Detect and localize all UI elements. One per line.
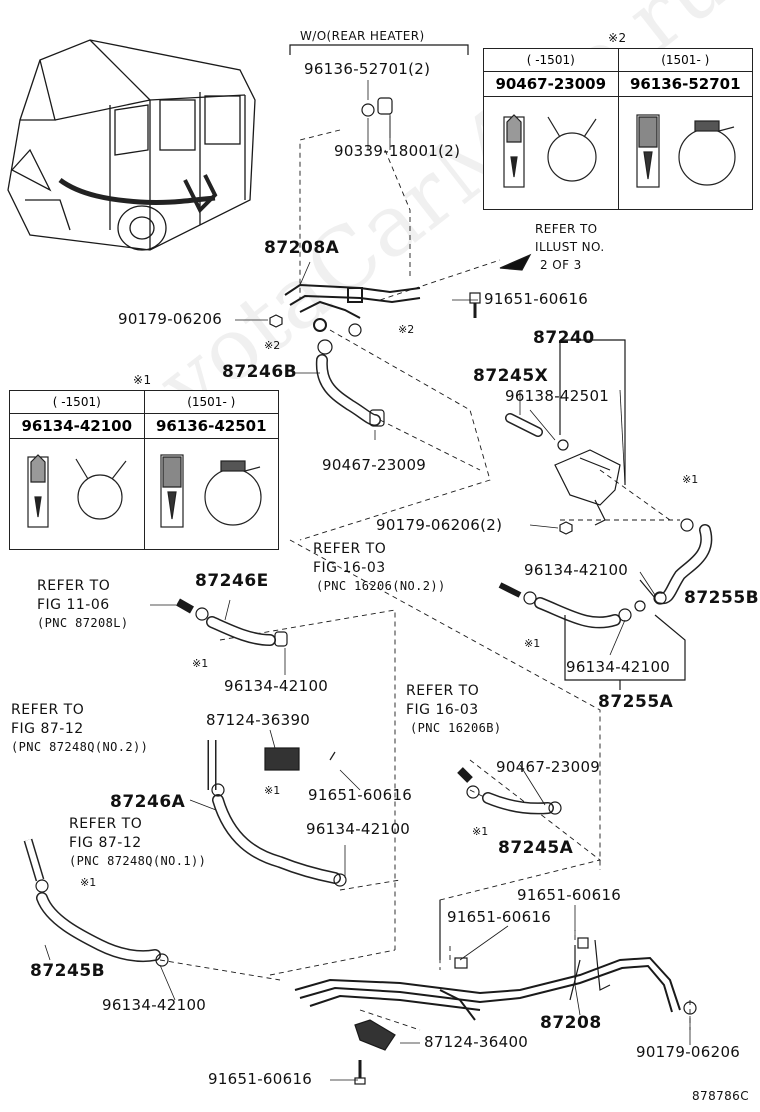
legend-1-range-1: ( -1501): [52, 395, 101, 409]
pipe-87208: [294, 956, 681, 1021]
refer-fig16-03-b-line3[interactable]: (PNC 16206B): [410, 721, 502, 735]
mark-2-a: ※2: [398, 323, 415, 336]
refer-fig87-12-a-line1[interactable]: REFER TO: [11, 702, 85, 718]
refer-illust-line3[interactable]: 2 OF 3: [540, 258, 582, 272]
clamp-96136-52701: [361, 97, 393, 117]
part-96138-42501[interactable]: 96138-42501: [505, 387, 610, 405]
part-87255B[interactable]: 87255B: [684, 588, 760, 608]
part-90467-23009-a[interactable]: 90467-23009: [322, 456, 427, 474]
part-87124-36390[interactable]: 87124-36390: [206, 711, 311, 729]
part-91651-60616-d[interactable]: 91651-60616: [447, 908, 552, 926]
refer-fig87-12-b-line2[interactable]: FIG 87-12: [69, 835, 142, 851]
refer-fig87-12-a-line2[interactable]: FIG 87-12: [11, 721, 84, 737]
refer-fig16-03-b-line1[interactable]: REFER TO: [406, 683, 480, 699]
part-90467-23009-b[interactable]: 90467-23009: [496, 758, 601, 776]
part-96134-42100-a[interactable]: 96134-42100: [524, 561, 629, 579]
mark-1-c: ※1: [192, 657, 209, 670]
refer-illust-line2[interactable]: ILLUST NO.: [535, 240, 605, 254]
legend-2-band-cell: [617, 97, 753, 209]
part-96134-42100-b[interactable]: 96134-42100: [224, 677, 329, 695]
part-87246E[interactable]: 87246E: [195, 571, 269, 591]
refer-fig16-03-a-line3[interactable]: (PNC 16206(NO.2)): [316, 579, 446, 593]
refer-fig16-03-a-line2[interactable]: FIG 16-03: [313, 560, 386, 576]
part-90179-06206-a[interactable]: 90179-06206: [118, 310, 223, 328]
legend-mark-1: ( -1501) (1501- ) 96134-42100 96136-42501: [9, 390, 279, 550]
part-96136-52701-2[interactable]: 96136-52701(2): [304, 60, 431, 78]
refer-fig87-12-b-line1[interactable]: REFER TO: [69, 816, 143, 832]
refer-fig11-06-line3[interactable]: (PNC 87208L): [37, 616, 129, 630]
legend-2-pn-2: 96136-52701: [617, 72, 753, 96]
legend-1-range-2: (1501- ): [143, 391, 279, 413]
diagram-id: 878786C: [692, 1089, 749, 1103]
mark-2-b: ※2: [264, 339, 281, 352]
legend-1-band-cell: [143, 439, 279, 549]
variant-label: W/O(REAR HEATER): [300, 29, 425, 43]
pipe-87208A: [284, 283, 421, 332]
legend-1-clip-cell: [10, 439, 144, 549]
part-91651-60616-c[interactable]: 91651-60616: [517, 886, 622, 904]
part-87246B[interactable]: 87246B: [222, 362, 298, 382]
legend-2-clip-cell: [484, 97, 618, 209]
part-87208A[interactable]: 87208A: [264, 238, 340, 258]
refer-fig11-06-line1[interactable]: REFER TO: [37, 578, 111, 594]
part-91651-60616-b[interactable]: 91651-60616: [308, 786, 413, 804]
refer-illust-line1[interactable]: REFER TO: [535, 222, 598, 236]
valve-87240: [554, 339, 626, 526]
mark-1-d: ※1: [264, 784, 281, 797]
refer-fig87-12-b-line3[interactable]: (PNC 87248Q(NO.1)): [69, 854, 207, 868]
part-87124-36400[interactable]: 87124-36400: [424, 1033, 529, 1051]
part-87246A[interactable]: 87246A: [110, 792, 186, 812]
part-96134-42100-c[interactable]: 96134-42100: [566, 658, 671, 676]
mark-1-b: ※1: [524, 637, 541, 650]
refer-fig11-06-line2[interactable]: FIG 11-06: [37, 597, 110, 613]
refer-fig87-12-a-line3[interactable]: (PNC 87248Q(NO.2)): [11, 740, 149, 754]
van-illustration: [7, 39, 256, 251]
part-91651-60616-e[interactable]: 91651-60616: [208, 1070, 313, 1088]
part-87255A[interactable]: 87255A: [598, 692, 674, 712]
bolt-a: [469, 292, 481, 318]
refer-fig16-03-a-line1[interactable]: REFER TO: [313, 541, 387, 557]
part-91651-60616-a[interactable]: 91651-60616: [484, 290, 589, 308]
part-90179-06206-b[interactable]: 90179-06206: [636, 1043, 741, 1061]
part-90339-18001-2[interactable]: 90339-18001(2): [334, 142, 461, 160]
mark-1-a: ※1: [682, 473, 699, 486]
mark-2-title: ※2: [608, 31, 627, 45]
part-96134-42100-d[interactable]: 96134-42100: [306, 820, 411, 838]
legend-mark-2: ( -1501) (1501- ) 90467-23009 96136-52701: [483, 48, 753, 210]
part-87245B[interactable]: 87245B: [30, 961, 106, 981]
mark-1-f: ※1: [80, 876, 97, 889]
part-87245A[interactable]: 87245A: [498, 838, 574, 858]
legend-2-pn-1: 90467-23009: [495, 75, 607, 93]
part-87208[interactable]: 87208: [540, 1013, 602, 1033]
legend-2-range-1: ( -1501): [526, 53, 575, 67]
part-90179-06206-2[interactable]: 90179-06206(2): [376, 516, 503, 534]
legend-2-range-2: (1501- ): [617, 49, 753, 71]
legend-1-pn-2: 96136-42501: [143, 414, 279, 438]
part-87240[interactable]: 87240: [533, 328, 595, 348]
mark-1-e: ※1: [472, 825, 489, 838]
legend-1-pn-1: 96134-42100: [21, 417, 133, 435]
part-87245X[interactable]: 87245X: [473, 366, 549, 386]
refer-fig16-03-b-line2[interactable]: FIG 16-03: [406, 702, 479, 718]
mark-1-title: ※1: [133, 373, 152, 387]
part-96134-42100-e[interactable]: 96134-42100: [102, 996, 207, 1014]
